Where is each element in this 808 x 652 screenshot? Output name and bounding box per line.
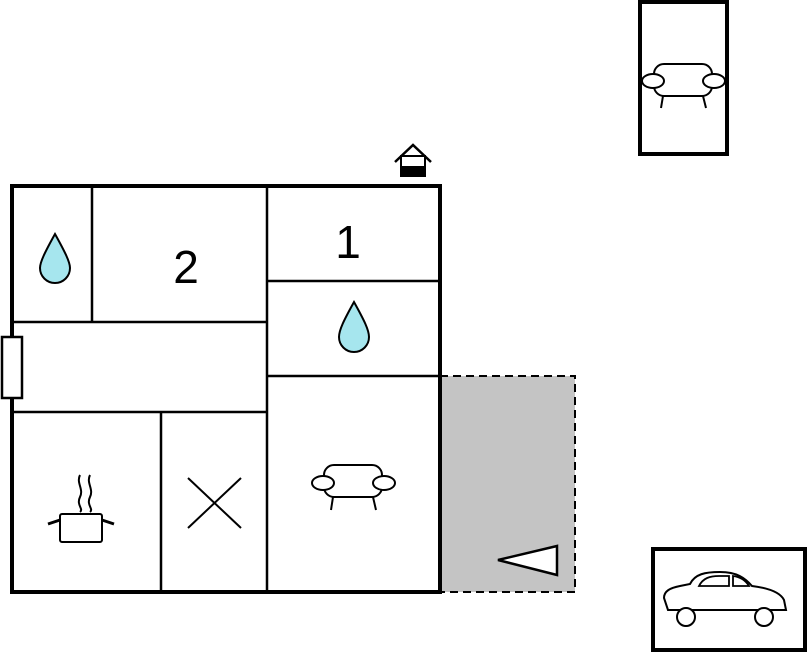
annex-building: [638, 0, 729, 156]
bedroom-1-label: 1: [335, 216, 361, 268]
car-icon: [662, 570, 788, 627]
parking: [651, 547, 807, 652]
water-drop-icon: [38, 231, 72, 284]
terrace-triangle-icon: [497, 544, 559, 577]
house-icon: [394, 143, 432, 177]
water-drop-icon: [337, 299, 371, 353]
terrace: [440, 375, 576, 593]
cross-icon: [187, 477, 242, 529]
bedroom-2-label: 2: [173, 241, 199, 293]
sofa-icon: [311, 464, 396, 511]
sofa-icon: [641, 63, 726, 109]
interior-walls: [12, 186, 440, 592]
door: [0, 335, 24, 400]
cooking-pot-icon: [47, 474, 115, 543]
